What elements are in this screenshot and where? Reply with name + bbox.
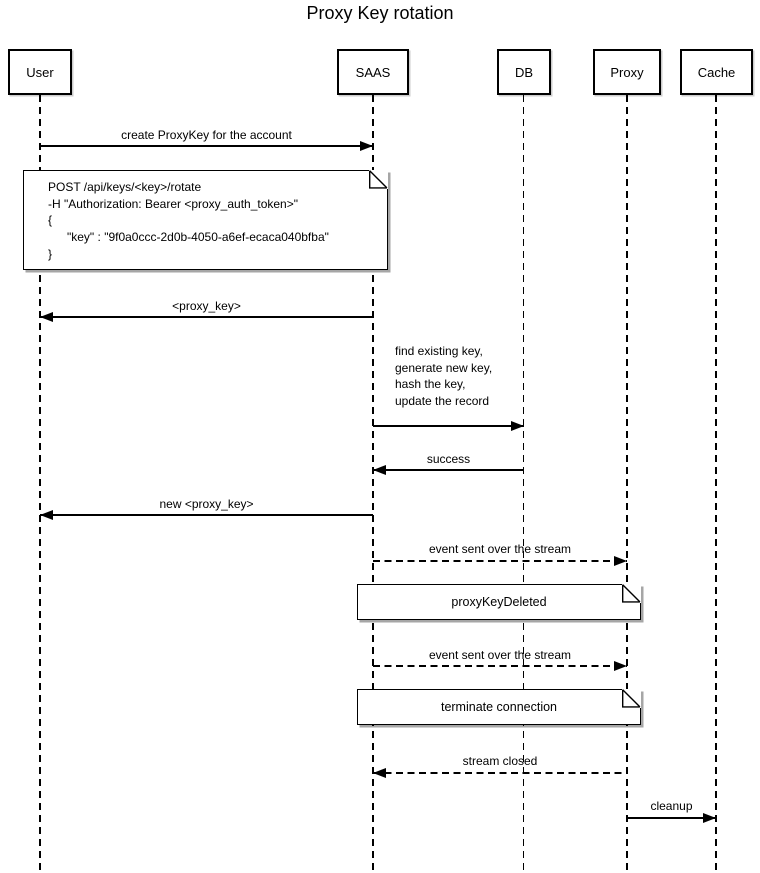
note-line: } [48, 246, 53, 261]
lifeline-saas [372, 95, 374, 873]
note-text: terminate connection [440, 700, 558, 714]
arrowhead-right-icon [511, 421, 524, 431]
lifeline-user [39, 95, 41, 873]
lifeline-proxy [626, 95, 628, 873]
arrowhead-left-icon [40, 510, 53, 520]
note-text: proxyKeyDeleted [451, 595, 547, 609]
message-line [40, 316, 373, 318]
message-label-line: hash the key, [395, 377, 466, 392]
message-line-dashed [373, 772, 627, 774]
message-label: success [426, 452, 471, 466]
diagram-title: Proxy Key rotation [306, 3, 454, 23]
note-proxykey-deleted: proxyKeyDeleted [357, 583, 642, 620]
message-line [373, 469, 524, 471]
message-label-line: update the record [395, 393, 490, 408]
note-line: { [48, 213, 53, 228]
actor-box-db: DB [497, 49, 551, 95]
arrowhead-right-icon [360, 141, 373, 151]
arrowhead-left-icon [373, 465, 386, 475]
message-label: new <proxy_key> [159, 497, 254, 511]
message-line [373, 425, 524, 427]
actor-label-saas: SAAS [355, 64, 391, 80]
actor-label-user: User [26, 64, 54, 80]
actor-box-proxy: Proxy [593, 49, 661, 95]
message-line-dashed [373, 665, 627, 667]
note-fold-icon [369, 169, 389, 189]
message-label-line: generate new key, [395, 360, 493, 375]
arrowhead-right-icon [703, 813, 716, 823]
actor-box-user: User [8, 49, 72, 95]
arrowhead-left-icon [373, 768, 386, 778]
message-label: event sent over the stream [428, 542, 572, 556]
actor-box-saas: SAAS [337, 49, 409, 95]
actor-label-db: DB [514, 64, 534, 80]
actor-label-cache: Cache [697, 64, 736, 80]
lifeline-cache [715, 95, 717, 873]
note-terminate-connection: terminate connection [357, 688, 642, 725]
note-fold-icon [622, 688, 642, 708]
message-line [40, 145, 373, 147]
actor-label-proxy: Proxy [610, 64, 644, 80]
arrowhead-right-icon [614, 661, 627, 671]
message-label: create ProxyKey for the account [121, 128, 292, 142]
note-line: POST /api/keys/<key>/rotate [48, 180, 202, 194]
note-line: -H "Authorization: Bearer <proxy_auth_to… [48, 196, 298, 211]
message-line-dashed [373, 560, 627, 562]
actor-box-cache: Cache [680, 49, 753, 95]
message-line [40, 514, 373, 516]
note-line: "key" : "9f0a0ccc-2d0b-4050-a6ef-ecaca04… [67, 230, 329, 245]
message-line [627, 817, 716, 819]
message-label-multiline: find existing key, generate new key, has… [395, 343, 492, 409]
message-label: <proxy_key> [172, 299, 241, 313]
arrowhead-right-icon [614, 556, 627, 566]
arrowhead-left-icon [40, 312, 53, 322]
note-fold-icon [622, 583, 642, 603]
note-request-payload: POST /api/keys/<key>/rotate -H "Authoriz… [23, 169, 389, 270]
message-label-line: find existing key, [395, 344, 483, 358]
lifeline-db [522, 95, 525, 873]
message-label: event sent over the stream [428, 648, 572, 662]
message-label: stream closed [462, 754, 538, 768]
message-label: cleanup [650, 799, 693, 813]
